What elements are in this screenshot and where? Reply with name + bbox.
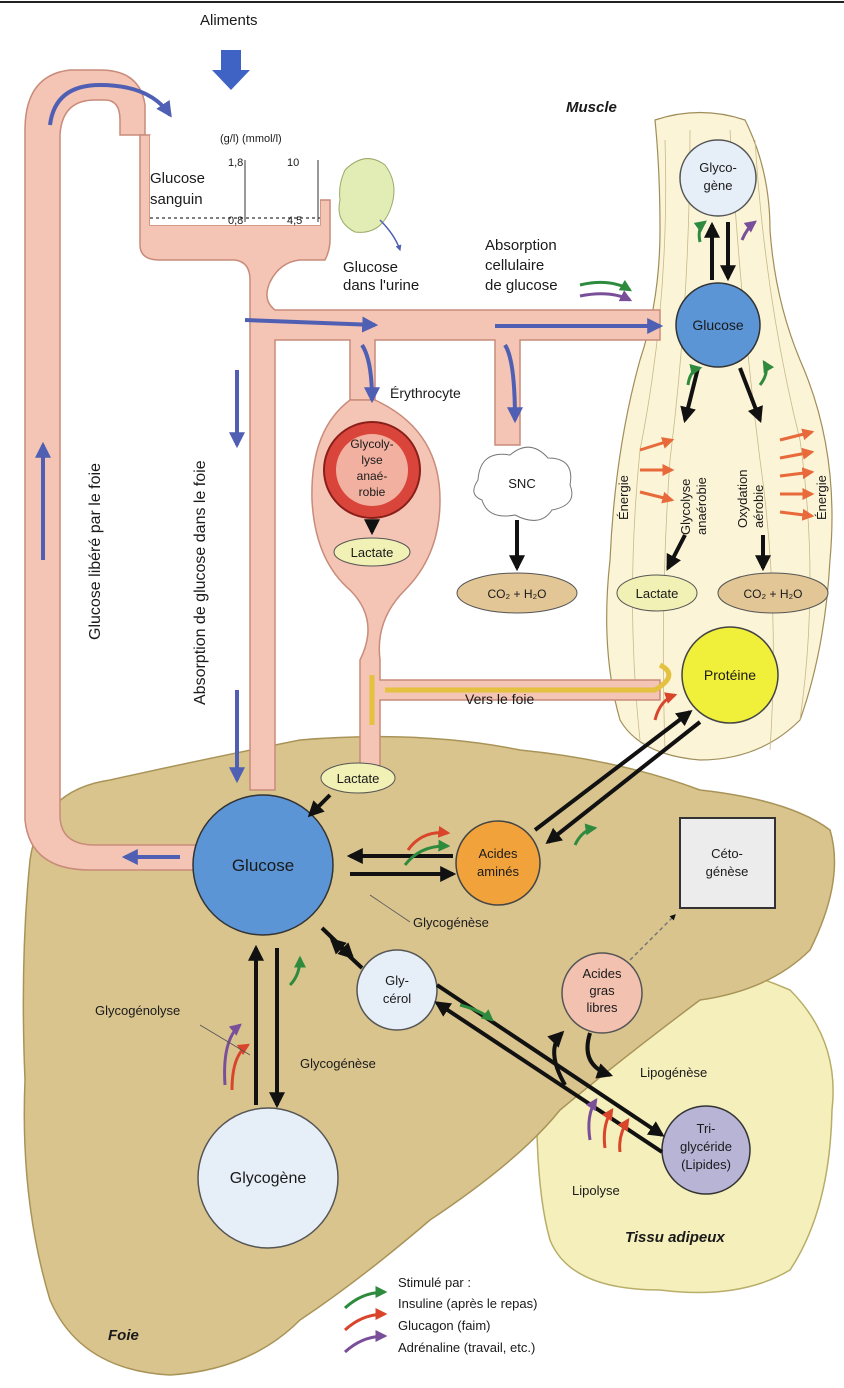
amino-acids-label-1: Acides (478, 846, 518, 861)
ketogenesis-box (680, 818, 775, 908)
glycogene-muscle-label-1: Glyco- (699, 160, 737, 175)
glycolyse-erythrocyte-label-1: Glycoly- (350, 437, 393, 451)
scale-top-mmol: 10 (287, 157, 299, 169)
triglyceride-label-3: (Lipides) (681, 1157, 731, 1172)
units-label: (g/l) (mmol/l) (220, 133, 282, 145)
glycogene-liver-label: Glycogène (230, 1170, 307, 1187)
fatty-acids-label-1: Acides (582, 966, 622, 981)
kidney-icon (339, 159, 394, 233)
lactate-erythrocyte-label: Lactate (351, 545, 394, 560)
glycolyse-anaerobie-label-1: Glycolyse (678, 479, 693, 535)
glycolyse-anaerobie-label-2: anaérobie (694, 477, 709, 535)
vers-le-foie-label: Vers le foie (465, 691, 534, 707)
lactate-liver-label: Lactate (337, 771, 380, 786)
legend-adrenaline-label: Adrénaline (travail, etc.) (398, 1340, 535, 1355)
glycogene-muscle-label-2: gène (704, 178, 733, 193)
legend-insulin-swatch (345, 1292, 385, 1308)
amino-acids-node (456, 821, 540, 905)
absorption-label-3: de glucose (485, 277, 558, 294)
glucose-urine-label-2: dans l'urine (343, 277, 419, 294)
ketogenesis-label-2: génèse (706, 864, 749, 879)
triglyceride-label-2: glycéride (680, 1139, 732, 1154)
glycogenese-upper-label: Glycogénèse (413, 915, 489, 930)
triglyceride-label-1: Tri- (696, 1121, 715, 1136)
glucose-libere-label: Glucose libéré par le foie (87, 463, 104, 640)
glycolyse-erythrocyte-label-2: lyse (361, 453, 383, 467)
glucose-sanguin-label-2: sanguin (150, 191, 203, 208)
glucose-muscle-label: Glucose (692, 317, 744, 333)
glycerol-node (357, 950, 437, 1030)
legend-glucagon-label: Glucagon (faim) (398, 1318, 490, 1333)
scale-bottom-mmol: 4,5 (287, 215, 302, 227)
oxydation-aerobie-label-1: Oxydation (735, 469, 750, 528)
lipogenese-label: Lipogénèse (640, 1065, 707, 1080)
energie-left-label: Énergie (616, 475, 631, 520)
absorption-label-2: cellulaire (485, 257, 544, 274)
co2-snc-label: CO₂ + H₂O (488, 587, 547, 601)
scale-top-g: 1,8 (228, 157, 243, 169)
aliments-label: Aliments (200, 12, 258, 29)
glycolyse-erythrocyte-label-4: robie (359, 485, 386, 499)
fatty-acids-label-2: gras (589, 983, 615, 998)
co2-muscle-label: CO₂ + H₂O (744, 587, 803, 601)
fatty-acids-label-3: libres (586, 1000, 618, 1015)
tissu-adipeux-label: Tissu adipeux (625, 1229, 725, 1246)
muscle-label: Muscle (566, 99, 617, 116)
absorption-foie-label: Absorption de glucose dans le foie (192, 460, 209, 705)
glycogenolyse-label: Glycogénolyse (95, 1003, 180, 1018)
glycogenese-lower-label: Glycogénèse (300, 1056, 376, 1071)
glycerol-label-2: cérol (383, 991, 411, 1006)
energie-right-label: Énergie (814, 475, 829, 520)
snc-label: SNC (508, 476, 535, 491)
glucose-sanguin-label-1: Glucose (150, 170, 205, 187)
absorption-label-1: Absorption (485, 237, 557, 254)
legend-glucagon-swatch (345, 1314, 385, 1330)
ketogenesis-label-1: Céto- (711, 846, 743, 861)
oxydation-aerobie-label-2: aérobie (751, 485, 766, 528)
glycerol-label-1: Gly- (385, 973, 409, 988)
lactate-muscle-label: Lactate (636, 586, 679, 601)
legend: Stimulé par : Insuline (après le repas) … (345, 1275, 537, 1355)
amino-acids-label-2: aminés (477, 864, 519, 879)
lipolyse-label: Lipolyse (572, 1183, 620, 1198)
protein-label: Protéine (704, 667, 756, 683)
food-intake-arrow (212, 50, 250, 90)
legend-adrenaline-swatch (345, 1336, 385, 1352)
erythrocyte-label: Érythrocyte (390, 385, 461, 401)
glucose-urine-label-1: Glucose (343, 259, 398, 276)
legend-insulin-label: Insuline (après le repas) (398, 1296, 537, 1311)
glucose-liver-label: Glucose (232, 856, 294, 875)
ureter-line (380, 220, 400, 250)
scale-bottom-g: 0,8 (228, 215, 243, 227)
legend-title: Stimulé par : (398, 1275, 471, 1290)
foie-label: Foie (108, 1327, 139, 1344)
glycolyse-erythrocyte-label-3: anaé- (357, 469, 388, 483)
